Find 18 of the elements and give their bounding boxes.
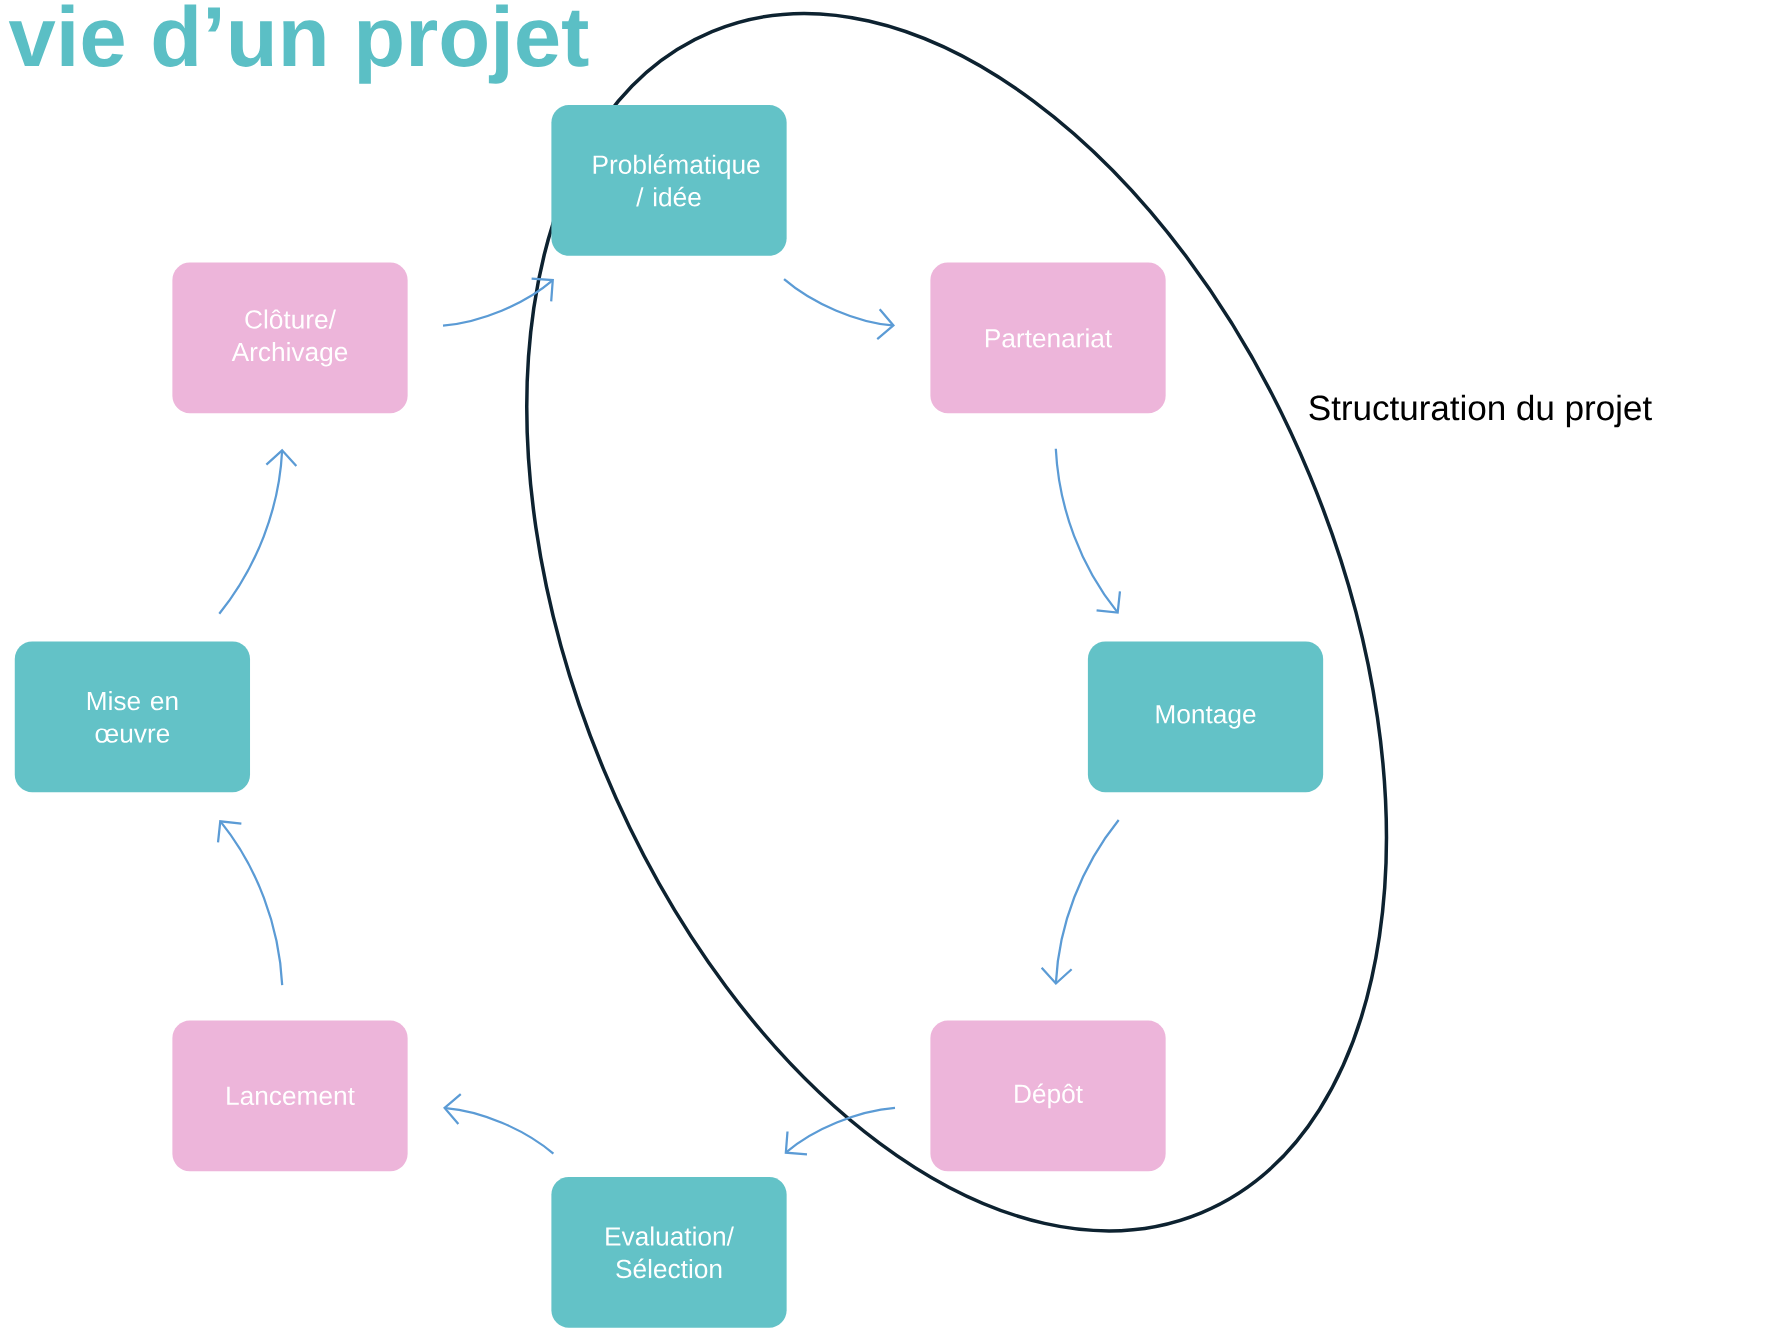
arrow: [442, 277, 554, 327]
arrow: [218, 448, 298, 615]
arrow: [1054, 448, 1122, 614]
arrow: [783, 278, 895, 341]
process-box: Montage: [1087, 641, 1324, 793]
arrow: [443, 1093, 555, 1155]
process-box: Lancement: [172, 1020, 408, 1172]
process-box: Problématique / idée: [551, 105, 787, 256]
process-box: Evaluation/ Sélection: [551, 1176, 787, 1328]
arrow: [1040, 819, 1120, 986]
process-box: Clôture/ Archivage: [172, 262, 408, 414]
process-box: Dépôt: [930, 1020, 1166, 1172]
arrow: [784, 1106, 896, 1156]
process-box: Mise en œuvre: [14, 641, 251, 793]
arrow: [216, 820, 284, 986]
title: vie d’un projet: [8, 4, 589, 84]
process-box: Partenariat: [930, 262, 1166, 414]
group-label: Structuration du projet: [1309, 394, 1652, 428]
